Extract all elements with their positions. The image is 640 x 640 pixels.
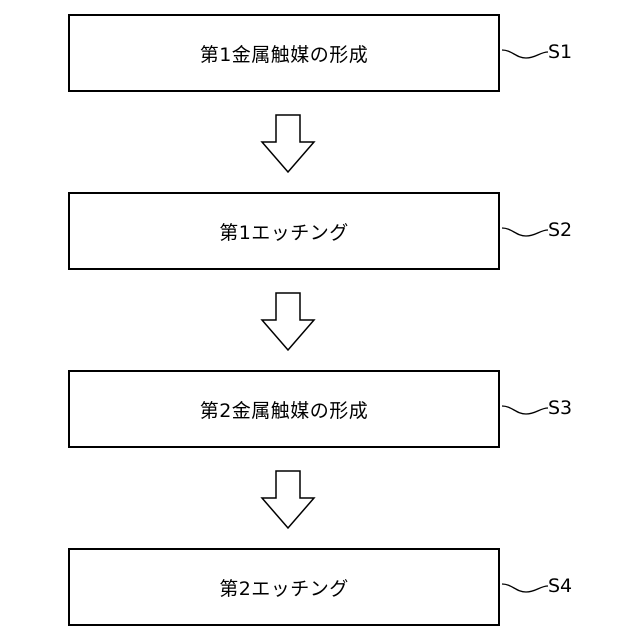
step-text: 第1エッチング <box>219 218 349 245</box>
step-box-s3: 第2金属触媒の形成 <box>68 370 500 448</box>
step-box-s2: 第1エッチング <box>68 192 500 270</box>
step-box-s4: 第2エッチング <box>68 548 500 626</box>
step-label-s4: S4 <box>548 575 572 597</box>
step-text: 第2エッチング <box>219 574 349 601</box>
down-arrow-icon <box>258 470 318 532</box>
leader-line-s2 <box>500 220 550 240</box>
step-label-s2: S2 <box>548 219 572 241</box>
step-text: 第1金属触媒の形成 <box>200 40 369 67</box>
leader-line-s4 <box>500 576 550 596</box>
leader-line-s1 <box>500 42 550 62</box>
leader-line-s3 <box>500 398 550 418</box>
step-text: 第2金属触媒の形成 <box>200 396 369 423</box>
step-box-s1: 第1金属触媒の形成 <box>68 14 500 92</box>
down-arrow-icon <box>258 114 318 176</box>
step-label-s3: S3 <box>548 397 572 419</box>
step-label-s1: S1 <box>548 41 572 63</box>
down-arrow-icon <box>258 292 318 354</box>
